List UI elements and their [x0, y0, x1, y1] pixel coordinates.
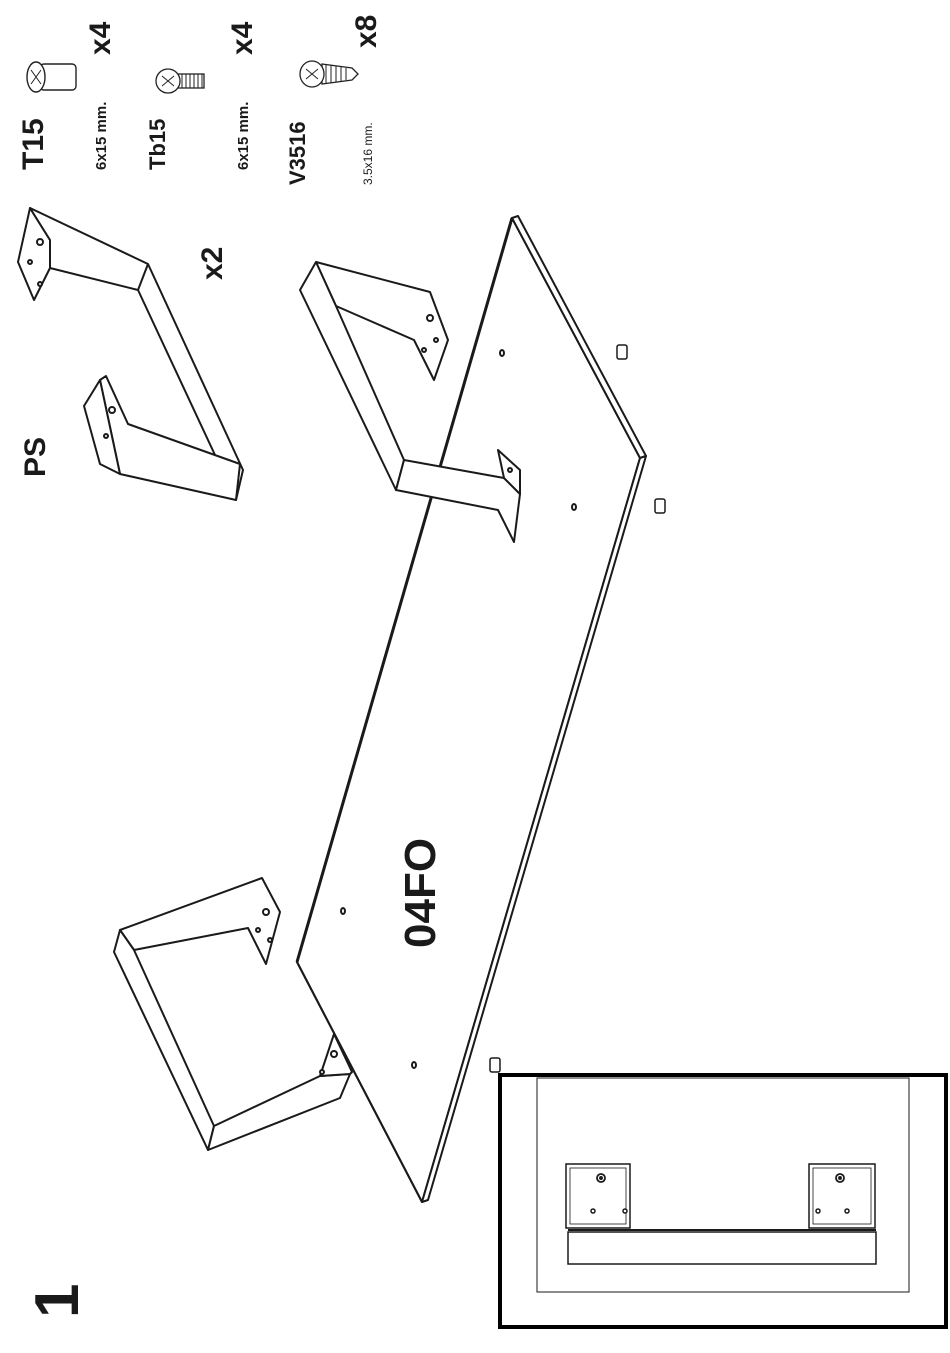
hardware-legend: T15 6x15 mm. x4 Tb15 6x15 mm. x4 V3516 3… [17, 15, 383, 185]
hardware-code-tb15: Tb15 [145, 119, 170, 170]
cam-dowel-icon [27, 62, 76, 92]
hardware-qty-tb15: x4 [226, 21, 259, 55]
hardware-size-v3516: 3.5x16 mm. [361, 122, 375, 185]
part-code-legs: PS [19, 437, 52, 477]
hardware-qty-t15: x4 [84, 21, 117, 55]
part-qty-legs: x2 [196, 247, 229, 280]
panel-hole [341, 908, 345, 914]
inset-leg-plate-right [809, 1164, 875, 1228]
hardware-code-t15: T15 [17, 118, 50, 170]
dowel-icon [655, 499, 665, 513]
hardware-size-t15: 6x15 mm. [93, 102, 110, 170]
detail-inset [500, 1075, 946, 1327]
step-number: 1 [23, 1284, 92, 1318]
inset-leg-plate-left [566, 1164, 630, 1228]
hardware-size-tb15: 6x15 mm. [235, 102, 252, 170]
wood-screw-icon [300, 61, 358, 87]
panel-hole [500, 350, 504, 356]
bolt-screw-icon [156, 69, 204, 93]
hardware-code-v3516: V3516 [285, 121, 310, 185]
panel-hole [412, 1062, 416, 1068]
dowel-icon [617, 345, 627, 359]
hardware-qty-v3516: x8 [350, 15, 383, 48]
dowel-icon [490, 1058, 500, 1072]
panel-hole [572, 504, 576, 510]
part-code-panel: 04FO [396, 838, 445, 948]
